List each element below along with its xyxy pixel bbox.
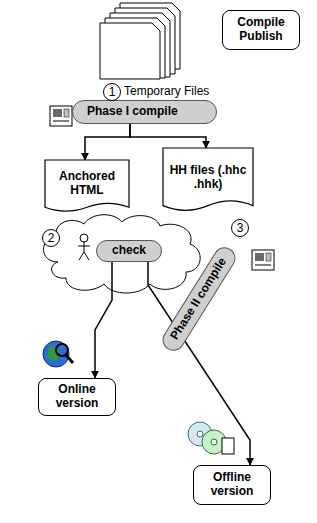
person-icon: [78, 234, 90, 260]
text-block: Anchored HTML: [49, 170, 125, 198]
document-shape: HH files (.hhc .hhk): [163, 148, 253, 215]
node-text: Anchored HTML: [49, 170, 125, 198]
output-box: Online version: [38, 378, 116, 416]
text-block: Phase I compile: [87, 105, 178, 119]
text-block: Compile Publish: [227, 16, 295, 44]
text-block: HH files (.hhc .hhk): [167, 164, 249, 192]
text-block: Online version: [43, 383, 111, 411]
caption-text: Temporary Files: [124, 84, 209, 98]
globe-icon: [43, 341, 73, 367]
node-text: check: [112, 244, 146, 258]
node-text: Offline version: [198, 471, 266, 499]
flow-arrow: [95, 262, 112, 378]
flow-arrow: [85, 124, 130, 160]
flow-arrow: [130, 124, 206, 148]
node-text: Phase I compile: [87, 105, 178, 119]
callout-number: 3: [231, 219, 249, 237]
output-box: Offline version: [193, 465, 271, 505]
callout-number: 1: [103, 83, 121, 101]
node-text: Online version: [43, 383, 111, 411]
cd-icon: [188, 422, 234, 454]
check-cloud: [43, 215, 200, 293]
document-shape: Anchored HTML: [45, 160, 129, 215]
node-text: Compile Publish: [227, 16, 295, 44]
compiler-icon: [252, 250, 274, 270]
text-block: check: [112, 244, 146, 258]
compiler-icon: [50, 106, 72, 126]
process-band: check: [96, 240, 162, 262]
callout-number: 2: [42, 229, 60, 247]
process-band: Phase I compile: [72, 100, 217, 124]
text-block: Offline version: [198, 471, 266, 499]
node-text: HH files (.hhc .hhk): [167, 164, 249, 192]
title-box: Compile Publish: [222, 10, 300, 50]
page-stack: [100, 3, 180, 79]
